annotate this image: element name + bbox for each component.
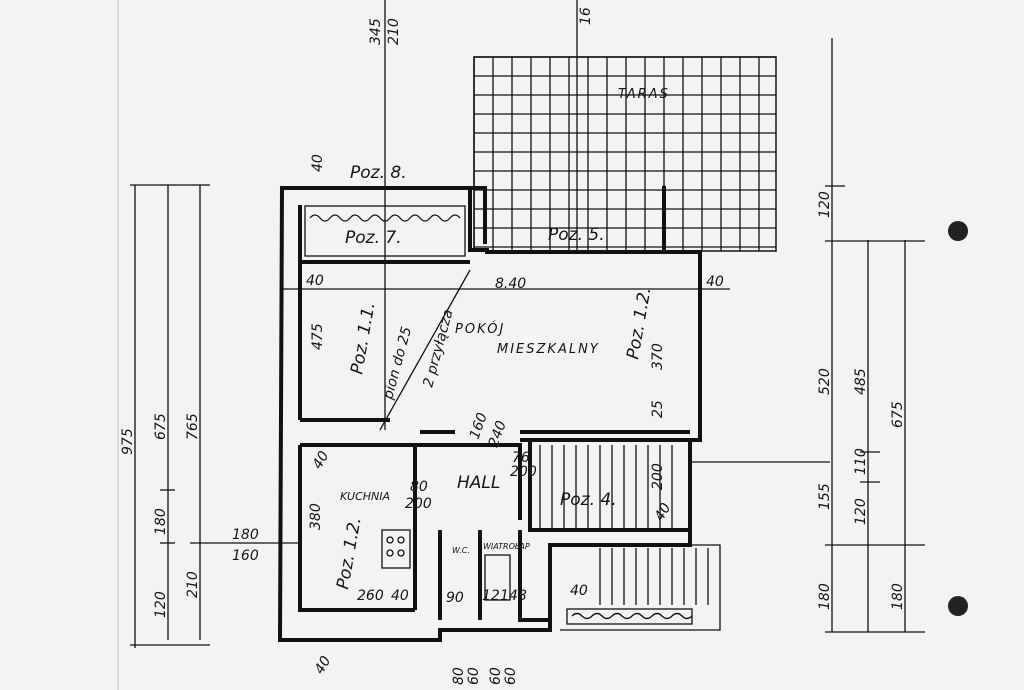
dimension-label: 200 (510, 464, 537, 480)
dimension-label: 345 (368, 18, 384, 45)
planting-hatch (571, 612, 693, 620)
room-label-hall: HALL (457, 473, 500, 493)
punch-hole (948, 596, 968, 616)
dimension-label: 60 (488, 667, 504, 685)
dimension-label: 120 (853, 498, 869, 525)
dimension-label: 200 (650, 463, 666, 490)
dimension-label: 675 (153, 413, 169, 440)
dimension-label: 40 (706, 274, 724, 290)
position-label: Poz. 1.2. (333, 516, 365, 591)
left-dimension-lines (130, 184, 210, 648)
dimension-label: 180 (817, 583, 833, 610)
dimension-label: 25 (650, 400, 666, 418)
axis-lines (190, 0, 830, 544)
room-label-taras: TARAS (618, 87, 670, 102)
dimension-label: 60 (503, 667, 519, 685)
staircase (539, 445, 709, 605)
terrace-grid (473, 56, 777, 252)
dimension-label: 120 (153, 591, 169, 618)
dimension-label: 16 (578, 7, 594, 25)
dimension-label: 485 (853, 368, 869, 395)
dimension-label: 520 (817, 368, 833, 395)
room-label-mieszkalny: MIESZKALNY (497, 342, 600, 357)
dimension-label: 765 (185, 413, 201, 440)
dimension-label: 40 (310, 154, 326, 172)
right-dimension-lines (825, 38, 925, 633)
dimension-label: 40 (570, 583, 588, 599)
position-label: Poz. 4. (560, 490, 617, 510)
position-label: Poz. 5. (548, 225, 605, 245)
dimension-label: 180 (232, 527, 259, 543)
dimension-label: 675 (890, 401, 906, 428)
planting-hatch (309, 214, 461, 222)
dimension-label: 120 (817, 191, 833, 218)
balcony-planter (304, 205, 466, 257)
dimension-label: 40 (391, 588, 409, 604)
dimension-label: 76 (512, 450, 530, 466)
dimension-label: 40 (652, 500, 675, 524)
dimension-label: 90 (446, 590, 464, 606)
dimension-label: 210 (386, 18, 402, 45)
right-dimensions: 120 520 485 675 155 110 120 180 180 (817, 191, 906, 610)
punch-hole (948, 221, 968, 241)
dimension-label: 210 (185, 571, 201, 598)
position-label: Poz. 8. (350, 163, 407, 183)
riser-pointer (379, 269, 471, 431)
dimension-label: 12 (482, 588, 500, 604)
inner-dimensions: 40 8.40 40 40 475 370 25 160 240 76 200 … (306, 154, 724, 685)
top-dimensions: 345 210 16 (368, 7, 594, 45)
dimension-label: 60 (466, 667, 482, 685)
dimension-label: 40 (310, 448, 333, 472)
dimension-label: 180 (153, 508, 169, 535)
room-label-pokoj: POKÓJ (455, 321, 505, 337)
dimension-label: 370 (650, 343, 666, 370)
stove-icon (381, 529, 411, 569)
dimension-label: 160 (232, 548, 259, 564)
dimension-label: 200 (405, 496, 432, 512)
dimension-label: 80 (410, 479, 428, 495)
entrance-planter (566, 608, 693, 625)
dimension-label: 80 (451, 667, 467, 685)
walls (277, 186, 721, 642)
room-label-kuchnia: KUCHNIA (340, 490, 390, 503)
position-label: Poz. 7. (345, 228, 402, 248)
dimension-label: 380 (308, 503, 324, 530)
room-label-wiatrolap: WIATROŁAP (483, 542, 530, 551)
dimension-label: 155 (817, 483, 833, 510)
dimension-label: 475 (310, 323, 326, 350)
dimension-label: 8.40 (495, 276, 526, 292)
position-label: Poz. 1.1. (347, 301, 379, 376)
dimension-label: 260 (357, 588, 384, 604)
dimension-label: 110 (853, 448, 869, 475)
dimension-label: 975 (120, 428, 136, 455)
radiator-icon (484, 554, 511, 601)
dimension-label: 40 (306, 273, 324, 289)
dimension-label: 148 (500, 588, 527, 604)
dimension-label: 40 (312, 653, 335, 677)
dimension-label: 180 (890, 583, 906, 610)
room-label-wc: W.C. (452, 546, 470, 555)
left-dimensions: 975 675 765 180 180 160 120 210 (120, 413, 259, 618)
